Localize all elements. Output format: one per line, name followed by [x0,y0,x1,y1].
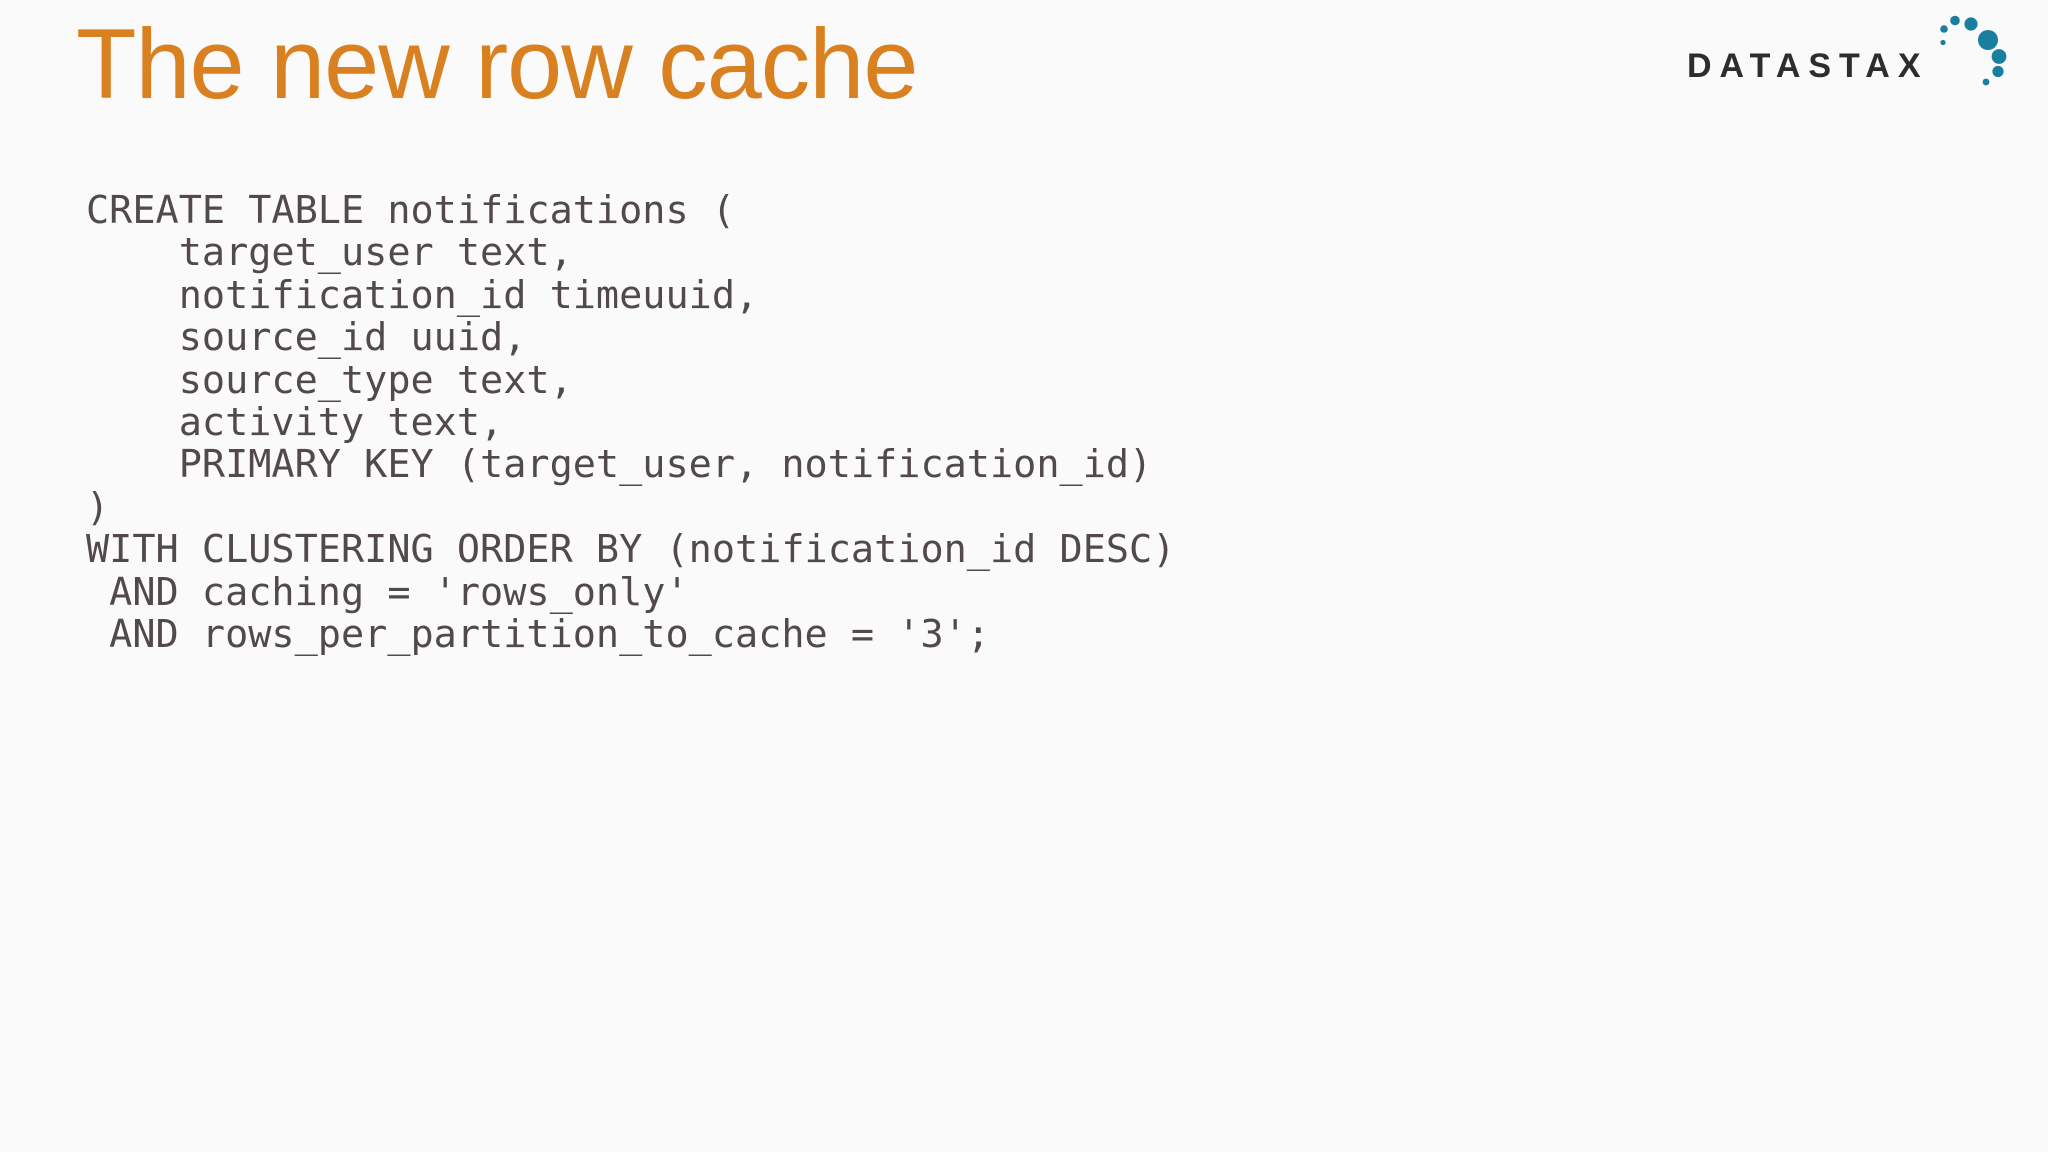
code-line: target_user text, [86,230,573,276]
code-line: WITH CLUSTERING ORDER BY (notification_i… [86,527,1176,573]
code-line: CREATE TABLE notifications ( [86,188,736,233]
code-line: activity text, [86,400,504,446]
page-title: The new row cache [76,8,918,119]
code-line: ) [86,484,110,530]
code-block: CREATE TABLE notifications ( target_user… [86,188,1176,658]
code-line: source_id uuid, [86,315,527,361]
code-line: AND caching = 'rows_only' [86,569,689,615]
code-line: notification_id timeuuid, [86,272,759,318]
code-line: source_type text, [86,357,573,403]
datastax-logo-text: DATASTAX [1687,47,1929,85]
code-line: PRIMARY KEY (target_user, notification_i… [86,442,1153,488]
datastax-logo: DATASTAX [1680,0,2048,120]
code-line: AND rows_per_partition_to_cache = '3'; [86,612,990,658]
datastax-swirl-dots-icon [1940,15,2007,86]
